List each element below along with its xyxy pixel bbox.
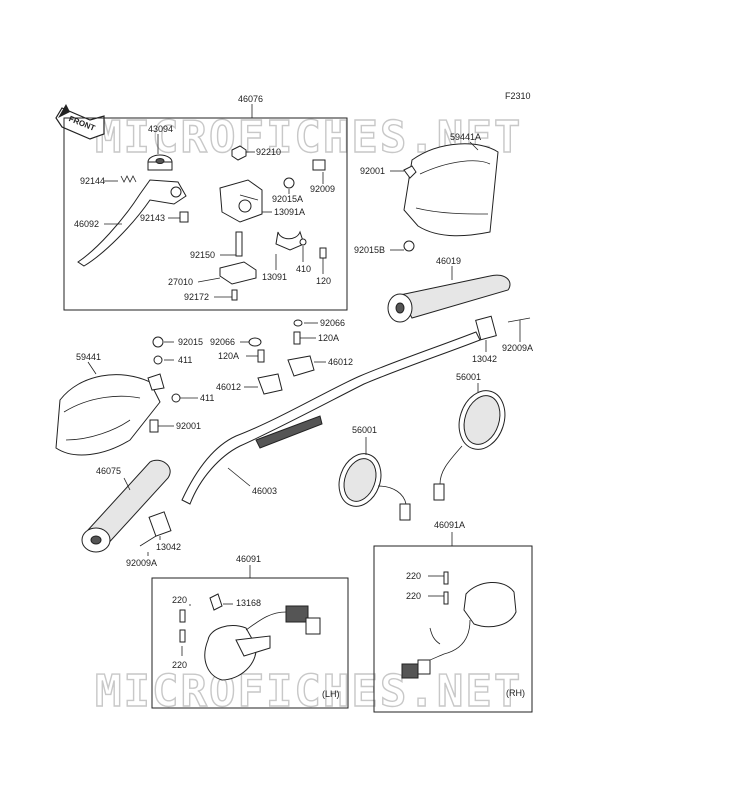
label-92210: 92210 [256, 147, 281, 157]
part-labels: 46076 43094 92210 92009 92144 46092 9214… [74, 94, 533, 699]
label-46012-right: 46012 [328, 357, 353, 367]
label-27010: 27010 [168, 277, 193, 287]
label-46019: 46019 [436, 256, 461, 266]
leader-lines-upper [104, 104, 324, 298]
rh-grip [387, 266, 511, 323]
label-410: 410 [296, 264, 311, 274]
rh-bar-end [475, 315, 531, 352]
mirror-left [338, 437, 411, 521]
label-120A-left: 120A [218, 351, 239, 361]
label-92009A-left: 92009A [126, 558, 157, 568]
label-56001-right: 56001 [456, 372, 481, 382]
label-43094: 43094 [148, 124, 173, 134]
label-92009: 92009 [310, 184, 335, 194]
label-13091A: 13091A [274, 207, 305, 217]
label-220-rh-upper: 220 [406, 571, 421, 581]
label-lh: (LH) [322, 689, 340, 699]
label-rh: (RH) [506, 688, 525, 698]
label-13042-right: 13042 [472, 354, 497, 364]
label-92015B: 92015B [354, 245, 385, 255]
label-13042-left: 13042 [156, 542, 181, 552]
label-220-lh-upper: 220 [172, 595, 187, 605]
rh-switch-box [373, 545, 533, 713]
label-46091: 46091 [236, 554, 261, 564]
label-46091A: 46091A [434, 520, 465, 530]
label-46012-left: 46012 [216, 382, 241, 392]
lh-switch-parts [179, 565, 321, 681]
label-92143: 92143 [140, 213, 165, 223]
label-92066-left: 92066 [210, 337, 235, 347]
rh-switch-parts [401, 532, 517, 679]
label-59441A: 59441A [450, 132, 481, 142]
label-92172: 92172 [184, 292, 209, 302]
label-92015: 92015 [178, 337, 203, 347]
label-92001-upper: 92001 [360, 166, 385, 176]
label-220-lh-lower: 220 [172, 660, 187, 670]
label-46092: 46092 [74, 219, 99, 229]
front-arrow-icon: FRONT [55, 104, 105, 140]
rh-hand-guard [390, 141, 499, 252]
label-46003: 46003 [252, 486, 277, 496]
label-46075: 46075 [96, 466, 121, 476]
label-220-rh-lower: 220 [406, 591, 421, 601]
mirror-right [433, 383, 506, 501]
label-46076: 46076 [238, 94, 263, 104]
label-92001-lower: 92001 [176, 421, 201, 431]
handlebar-clamps [240, 319, 326, 395]
lh-grip [81, 459, 171, 553]
watermark-bottom: MICROFICHES.NET [95, 666, 522, 717]
label-92015A: 92015A [272, 194, 303, 204]
label-411-lower: 411 [200, 393, 214, 403]
label-92150: 92150 [190, 250, 215, 260]
clutch-lever-parts [77, 145, 327, 301]
label-120A-right: 120A [318, 333, 339, 343]
label-92144: 92144 [80, 176, 105, 186]
figure-code: F2310 [505, 91, 531, 101]
label-92066-right: 92066 [320, 318, 345, 328]
label-92009A-right: 92009A [502, 343, 533, 353]
lh-hand-guard [55, 336, 198, 456]
label-56001-left: 56001 [352, 425, 377, 435]
label-120: 120 [316, 276, 331, 286]
label-411-upper: 411 [178, 355, 192, 365]
handlebar [181, 331, 481, 505]
lh-bar-end [139, 511, 172, 556]
label-59441: 59441 [76, 352, 101, 362]
label-13168: 13168 [236, 598, 261, 608]
label-13091: 13091 [262, 272, 287, 282]
clutch-lever-assembly-box [63, 117, 348, 311]
